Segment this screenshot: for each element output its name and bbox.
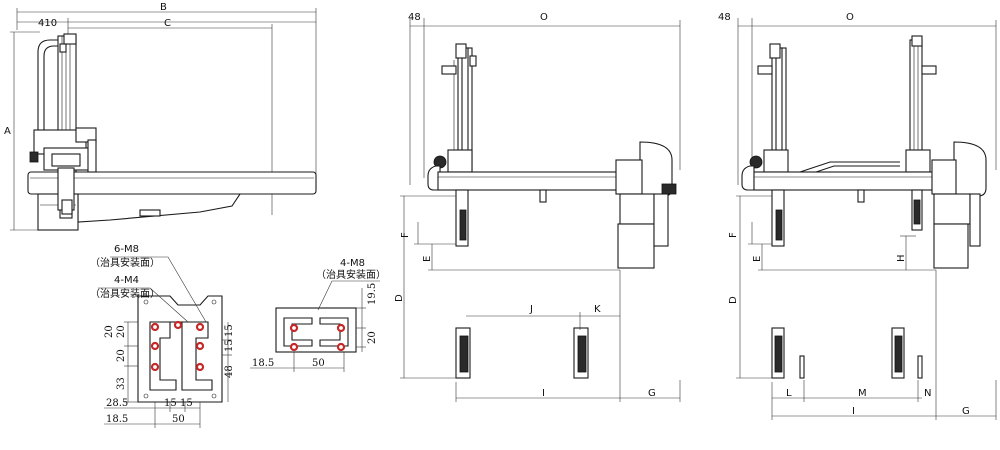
dim-a-label: A	[4, 126, 11, 137]
plate1-dim-20-b: 20	[116, 325, 127, 338]
v3-dim-i: I	[852, 406, 855, 417]
plate1-dim-18-5: 18.5	[106, 414, 128, 425]
v3-dim-o: O	[846, 12, 854, 23]
plate1-dim-28-5: 28.5	[106, 398, 128, 409]
plate1-note2-desc: （治具安装面）	[90, 287, 160, 300]
v3-dim-f: F	[728, 232, 739, 238]
plate1-note1-desc: （治具安装面）	[90, 256, 160, 269]
front-view-standard	[400, 18, 681, 402]
v3-dim-h: H	[896, 254, 907, 262]
v2-dim-f: F	[400, 232, 411, 238]
plate2-note-desc: （治具安装面）	[316, 268, 386, 281]
v3-dim-g: G	[962, 406, 970, 417]
plate2-dim-19-5: 19.5	[367, 283, 378, 305]
plate2-dim-20: 20	[367, 331, 378, 344]
v3-dim-m: M	[858, 388, 867, 399]
plate1-note1-spec: 6-M8	[114, 244, 139, 255]
v3-dim-n: N	[924, 388, 931, 399]
v2-dim-d: D	[394, 294, 405, 302]
plate2-dim-50: 50	[312, 358, 325, 369]
plate1-dim-15-bottom-b: 15	[180, 398, 193, 409]
dim-c-label: C	[164, 18, 171, 29]
fixture-plate-1	[98, 256, 232, 428]
v2-dim-48: 48	[408, 12, 421, 23]
plate2-note-spec: 4-M8	[340, 258, 365, 269]
plate1-note2-spec: 4-M4	[114, 275, 139, 286]
v2-dim-k: K	[594, 304, 601, 315]
plate1-dim-33: 33	[116, 377, 127, 390]
v3-dim-48: 48	[718, 12, 731, 23]
fixture-plate-2	[250, 280, 380, 372]
plate1-dim-15-bottom-a: 15	[164, 398, 177, 409]
dim-b-label: B	[160, 2, 167, 13]
v3-dim-e: E	[752, 256, 763, 262]
v2-dim-i: I	[542, 388, 545, 399]
v3-dim-d: D	[728, 296, 739, 304]
side-view-machine	[10, 8, 317, 231]
plate1-dim-50: 50	[172, 414, 185, 425]
v3-dim-l: L	[786, 388, 792, 399]
plate1-dim-15-right-a: 15	[224, 324, 235, 337]
plate1-dim-20-a: 20	[104, 325, 115, 338]
plate2-dim-18-5: 18.5	[252, 358, 274, 369]
v2-dim-g: G	[648, 388, 656, 399]
v2-dim-j: J	[529, 304, 533, 315]
plate1-dim-15-right-b: 15	[224, 339, 235, 352]
plate1-dim-48: 48	[224, 365, 235, 378]
dim-410-label: 410	[38, 18, 57, 29]
v2-dim-o: O	[540, 12, 548, 23]
plate1-dim-20-c: 20	[116, 349, 127, 362]
front-view-double-arm	[736, 18, 997, 420]
v2-dim-e: E	[422, 256, 433, 262]
